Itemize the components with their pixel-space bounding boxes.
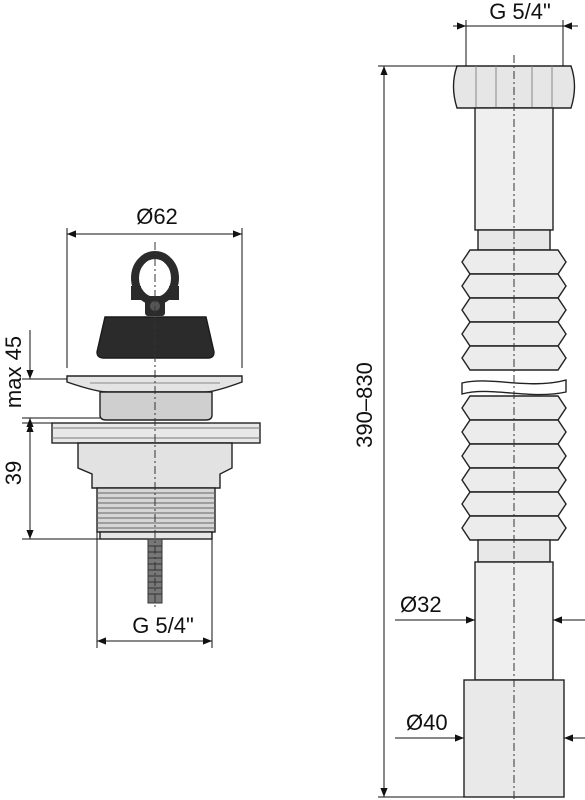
thread-right-label: G 5/4" — [489, 0, 551, 24]
max-45-label: max 45 — [1, 336, 26, 408]
thread-section — [96, 487, 216, 533]
strainer-basket — [99, 391, 213, 421]
lower-flange — [51, 422, 261, 444]
dimension-thread-left: G 5/4" — [96, 532, 213, 648]
length-label: 390–830 — [352, 362, 377, 448]
dimension-39: 39 — [1, 422, 100, 540]
dimension-diameter-62: Ø62 — [66, 204, 243, 368]
thread-left-label: G 5/4" — [132, 613, 194, 638]
dimension-length: 390–830 — [352, 65, 464, 798]
dimension-thread-right: G 5/4" — [453, 0, 578, 66]
corrugated-hose — [461, 249, 567, 541]
rubber-stopper — [96, 316, 215, 359]
dimension-diameter-32: Ø32 — [395, 592, 585, 624]
hose-drawing: G 5/4" 390–830 Ø32 Ø40 — [352, 0, 585, 800]
strainer-drawing: Ø62 max 45 39 G 5/4" — [1, 204, 261, 648]
strainer-body — [77, 442, 233, 489]
dimension-max-45: max 45 — [1, 330, 100, 440]
diameter-32-label: Ø32 — [400, 592, 442, 617]
height-39-label: 39 — [1, 461, 26, 485]
dimension-diameter-40: Ø40 — [395, 710, 585, 742]
center-screw — [147, 538, 163, 604]
diameter-40-label: Ø40 — [406, 710, 448, 735]
diameter-62-label: Ø62 — [136, 204, 178, 229]
